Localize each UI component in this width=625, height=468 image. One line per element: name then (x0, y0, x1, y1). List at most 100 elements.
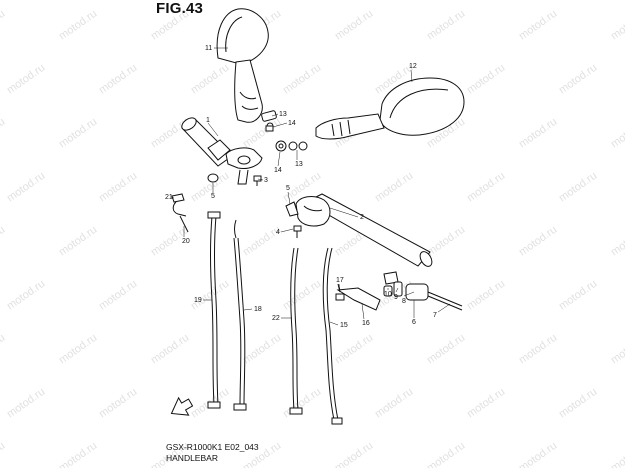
watermark-text: motod.ru (373, 386, 415, 421)
watermark-text: motod.ru (5, 278, 47, 313)
watermark-text: motod.ru (517, 224, 559, 259)
callout-13a-leader (271, 113, 279, 117)
figure-title: FIG.43 (156, 0, 204, 17)
callout-9-leader (395, 287, 399, 293)
watermark-text: motod.ru (609, 8, 625, 43)
callout-5a[interactable]: 5 (211, 193, 215, 200)
callout-3[interactable]: 3 (264, 177, 268, 184)
callout-2[interactable]: 2 (360, 214, 364, 221)
right-handlebar-throttle[interactable] (285, 193, 434, 268)
watermark-text: motod.ru (5, 62, 47, 97)
callout-19[interactable]: 19 (194, 297, 202, 304)
watermark-text: motod.ru (57, 224, 99, 259)
watermark-text: motod.ru (609, 224, 625, 259)
watermark-text: motod.ru (557, 170, 599, 205)
callout-16-leader (361, 303, 365, 320)
mirror-mount-hardware[interactable] (261, 110, 308, 152)
callout-7-leader (437, 303, 451, 313)
callout-12-leader (410, 69, 413, 83)
callout-16[interactable]: 16 (362, 320, 370, 327)
callout-14b[interactable]: 14 (274, 167, 282, 174)
watermark-text: motod.ru (97, 62, 139, 97)
callout-17-leader (338, 283, 341, 291)
watermark-text: motod.ru (57, 8, 99, 43)
callout-15-leader (329, 321, 339, 326)
callout-9[interactable]: 9 (394, 294, 398, 301)
left-handlebar[interactable] (180, 115, 263, 185)
watermark-text: motod.ru (281, 62, 323, 97)
callout-17[interactable]: 17 (336, 277, 344, 284)
callout-1-leader (207, 122, 219, 137)
watermark-text: motod.ru (149, 8, 191, 43)
watermark-text: motod.ru (97, 170, 139, 205)
watermark-text: motod.ru (5, 170, 47, 205)
left-mirror[interactable] (216, 8, 269, 123)
callout-5b-leader (287, 191, 291, 205)
callout-7[interactable]: 7 (433, 312, 437, 319)
watermark-text: motod.ru (97, 386, 139, 421)
watermark-text: motod.ru (557, 386, 599, 421)
watermark-text: motod.ru (0, 8, 7, 43)
right-mirror[interactable] (315, 77, 465, 140)
watermark-text: motod.ru (0, 224, 7, 259)
watermark-text: motod.ru (5, 386, 47, 421)
watermark-text: motod.ru (0, 332, 7, 367)
callout-4-leader (280, 228, 294, 233)
watermark-text: motod.ru (281, 278, 323, 313)
watermark-text: motod.ru (465, 278, 507, 313)
callout-8-leader (403, 291, 415, 297)
watermark-text: motod.ru (241, 332, 283, 367)
watermark-text: motod.ru (97, 278, 139, 313)
watermark-text: motod.ru (517, 332, 559, 367)
watermark-text: motod.ru (517, 8, 559, 43)
callout-21[interactable]: 21 (165, 194, 173, 201)
right-small-hardware[interactable] (293, 225, 302, 238)
callout-12[interactable]: 12 (409, 63, 417, 70)
watermark-text: motod.ru (57, 116, 99, 151)
watermark-text: motod.ru (425, 224, 467, 259)
watermark-text: motod.ru (0, 440, 7, 468)
callout-20[interactable]: 20 (182, 238, 190, 245)
watermark-text: motod.ru (425, 8, 467, 43)
watermark-text: motod.ru (333, 8, 375, 43)
left-small-hardware[interactable] (171, 175, 262, 233)
callout-6[interactable]: 6 (412, 319, 416, 326)
watermark-text: motod.ru (425, 332, 467, 367)
watermark-text: motod.ru (57, 440, 99, 468)
callout-5b[interactable]: 5 (286, 185, 290, 192)
watermark-text: motod.ru (333, 440, 375, 468)
callout-14b-leader (277, 151, 281, 167)
callout-1[interactable]: 1 (206, 117, 210, 124)
callout-4[interactable]: 4 (276, 229, 280, 236)
watermark-text: motod.ru (57, 332, 99, 367)
watermark-text: motod.ru (281, 386, 323, 421)
callout-18[interactable]: 18 (254, 306, 262, 313)
watermark-text: motod.ru (189, 62, 231, 97)
callout-3-leader (257, 178, 264, 181)
callout-13b[interactable]: 13 (295, 161, 303, 168)
callout-22[interactable]: 22 (272, 315, 280, 322)
bar-end-hardware[interactable] (335, 271, 463, 311)
leader-lines (170, 47, 451, 326)
watermark-text: motod.ru (0, 116, 7, 151)
callout-18-leader (243, 308, 253, 311)
watermark-text: motod.ru (465, 170, 507, 205)
watermark-text: motod.ru (189, 278, 231, 313)
callout-21-leader (170, 196, 175, 199)
callout-10[interactable]: 10 (384, 291, 392, 298)
watermark-text: motod.ru (465, 386, 507, 421)
callout-13a[interactable]: 13 (279, 111, 287, 118)
callout-11[interactable]: 11 (205, 45, 212, 52)
watermark-text: motod.ru (609, 116, 625, 151)
watermark-text: motod.ru (333, 332, 375, 367)
watermark-text: motod.ru (557, 278, 599, 313)
watermark-text: motod.ru (609, 332, 625, 367)
callout-14a-leader (272, 122, 288, 128)
callout-14a[interactable]: 14 (288, 120, 296, 127)
watermark-text: motod.ru (557, 62, 599, 97)
control-cables[interactable] (207, 211, 343, 425)
watermark-text: motod.ru (465, 62, 507, 97)
callout-8[interactable]: 8 (402, 298, 406, 305)
callout-15[interactable]: 15 (340, 322, 348, 329)
